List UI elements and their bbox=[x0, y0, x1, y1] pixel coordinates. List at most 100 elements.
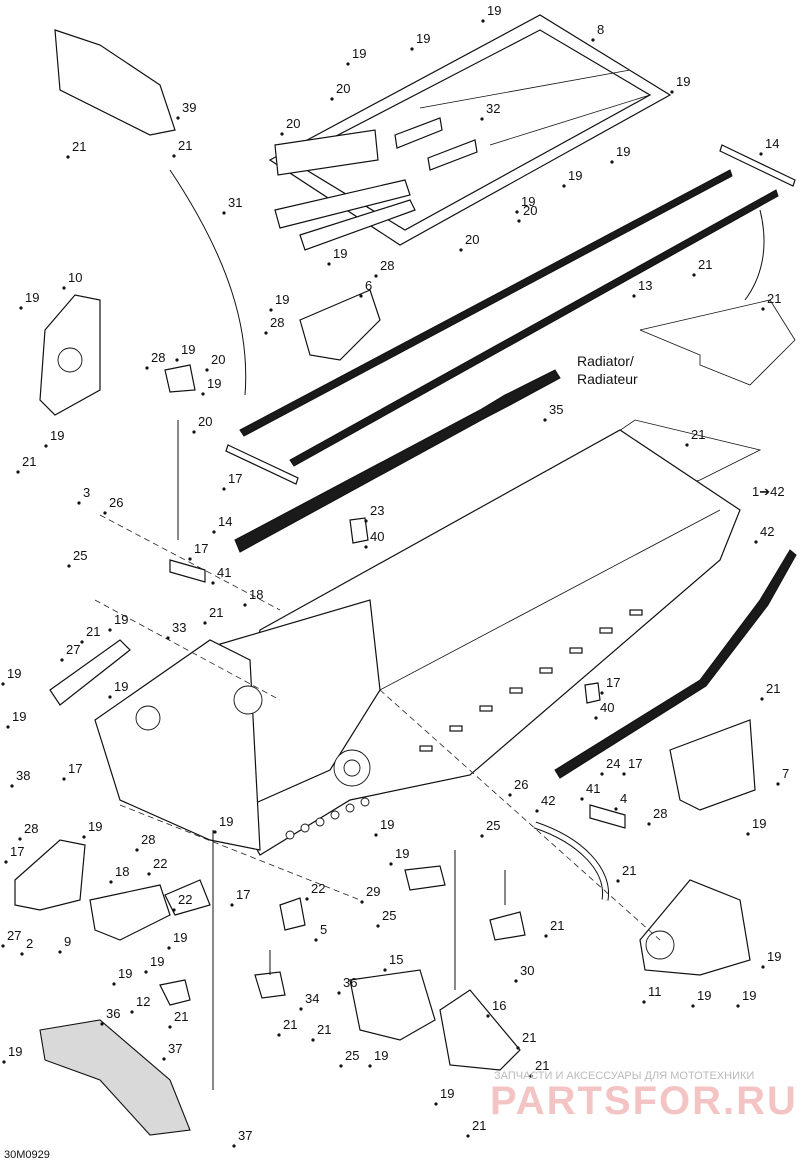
callout-leader-dot bbox=[230, 903, 234, 907]
callout-leader-dot bbox=[600, 772, 604, 776]
callout-leader-dot bbox=[188, 557, 192, 561]
callout-leader-dot bbox=[176, 116, 180, 120]
callout-label: 25 bbox=[486, 818, 500, 833]
bracket-part-7 bbox=[669, 719, 756, 811]
callout-leader-dot bbox=[67, 564, 71, 568]
callout-label: 24 bbox=[606, 756, 620, 771]
callout-label: 19 bbox=[440, 1086, 454, 1101]
callout-label: 10 bbox=[68, 270, 82, 285]
callout-leader-dot bbox=[481, 19, 485, 23]
callout-label: 20 bbox=[211, 352, 225, 367]
callout-leader-dot bbox=[746, 832, 750, 836]
callout-label: 28 bbox=[24, 821, 38, 836]
callout-leader-dot bbox=[776, 782, 780, 786]
callout-label: 19 bbox=[173, 930, 187, 945]
callout-label: 17 bbox=[236, 887, 250, 902]
callout-leader-dot bbox=[222, 211, 226, 215]
callout-label: 21 bbox=[522, 1030, 536, 1045]
callout-leader-dot bbox=[16, 470, 20, 474]
callout-leader-dot bbox=[1, 944, 5, 948]
callout-leader-dot bbox=[466, 1134, 470, 1138]
callout-leader-dot bbox=[80, 640, 84, 644]
callout-label: 40 bbox=[600, 700, 614, 715]
callout-label: 23 bbox=[370, 503, 384, 518]
callout-label: 19 bbox=[207, 376, 221, 391]
callout-label: 14 bbox=[765, 136, 779, 151]
callout-leader-dot bbox=[212, 530, 216, 534]
callout-leader-dot bbox=[368, 1064, 372, 1068]
bracket-part-9 bbox=[89, 884, 171, 941]
callout-label: 27 bbox=[66, 642, 80, 657]
callout-label: 19 bbox=[7, 666, 21, 681]
callout-label: 19 bbox=[333, 246, 347, 261]
callout-leader-dot bbox=[642, 1000, 646, 1004]
callout-label: 21 bbox=[698, 257, 712, 272]
callout-label: 16 bbox=[492, 998, 506, 1013]
callout-leader-dot bbox=[211, 581, 215, 585]
callout-leader-dot bbox=[535, 809, 539, 813]
callout-label: 19 bbox=[752, 816, 766, 831]
callout-label: 21 bbox=[691, 427, 705, 442]
diagram-code: 30M0929 bbox=[4, 1149, 50, 1161]
callout-leader-dot bbox=[360, 900, 364, 904]
callout-label: 19 bbox=[352, 46, 366, 61]
callout-leader-dot bbox=[109, 880, 113, 884]
callout-label: 19 bbox=[374, 1048, 388, 1063]
callout-leader-dot bbox=[264, 331, 268, 335]
callout-label: 21 bbox=[766, 681, 780, 696]
bracket-part-11 bbox=[639, 879, 751, 976]
callout-leader-dot bbox=[759, 152, 763, 156]
callout-label: 19 bbox=[380, 817, 394, 832]
callout-leader-dot bbox=[754, 540, 758, 544]
callout-label: 17 bbox=[628, 756, 642, 771]
bracket-part-15 bbox=[349, 969, 436, 1041]
callout-label: 26 bbox=[514, 777, 528, 792]
callout-label: 19 bbox=[219, 814, 233, 829]
callout-leader-dot bbox=[376, 924, 380, 928]
callout-leader-dot bbox=[145, 366, 149, 370]
callout-leader-dot bbox=[213, 830, 217, 834]
callout-label: 19 bbox=[114, 679, 128, 694]
callout-leader-dot bbox=[600, 691, 604, 695]
callout-leader-dot bbox=[44, 444, 48, 448]
deflector-part-39 bbox=[54, 29, 176, 136]
callout-label: 19 bbox=[181, 342, 195, 357]
callout-leader-dot bbox=[314, 938, 318, 942]
callout-leader-dot bbox=[66, 155, 70, 159]
callout-leader-dot bbox=[82, 835, 86, 839]
bracket-part-33 bbox=[49, 639, 131, 706]
callout-leader-dot bbox=[19, 306, 23, 310]
callout-label: 30 bbox=[520, 963, 534, 978]
callout-label: 29 bbox=[366, 884, 380, 899]
callout-label: 19 bbox=[118, 966, 132, 981]
callout-leader-dot bbox=[691, 1004, 695, 1008]
callout-leader-dot bbox=[108, 628, 112, 632]
callout-leader-dot bbox=[389, 862, 393, 866]
callout-leader-dot bbox=[480, 834, 484, 838]
callout-label: 5 bbox=[320, 922, 327, 937]
callout-leader-dot bbox=[459, 248, 463, 252]
callout-label: 32 bbox=[486, 101, 500, 116]
callout-label: 3 bbox=[83, 485, 90, 500]
callout-label: 22 bbox=[311, 881, 325, 896]
callout-label: 37 bbox=[168, 1041, 182, 1056]
callout-leader-dot bbox=[516, 1046, 520, 1050]
callout-label: 31 bbox=[228, 195, 242, 210]
callout-label: 18 bbox=[115, 864, 129, 879]
callout-label: 28 bbox=[380, 258, 394, 273]
callout-label: 19 bbox=[25, 290, 39, 305]
radiator-note-line1: Radiator/ bbox=[577, 353, 634, 369]
callout-label: 22 bbox=[153, 856, 167, 871]
callout-leader-dot bbox=[364, 545, 368, 549]
callout-label: 18 bbox=[249, 587, 263, 602]
callout-label: 21 bbox=[86, 624, 100, 639]
callout-leader-dot bbox=[6, 725, 10, 729]
callout-leader-dot bbox=[172, 154, 176, 158]
callout-label: 21 bbox=[472, 1118, 486, 1133]
tunnel-slots bbox=[419, 609, 643, 752]
small-brackets bbox=[159, 364, 601, 1006]
callout-leader-dot bbox=[58, 950, 62, 954]
callout-leader-dot bbox=[201, 392, 205, 396]
callout-leader-dot bbox=[175, 358, 179, 362]
